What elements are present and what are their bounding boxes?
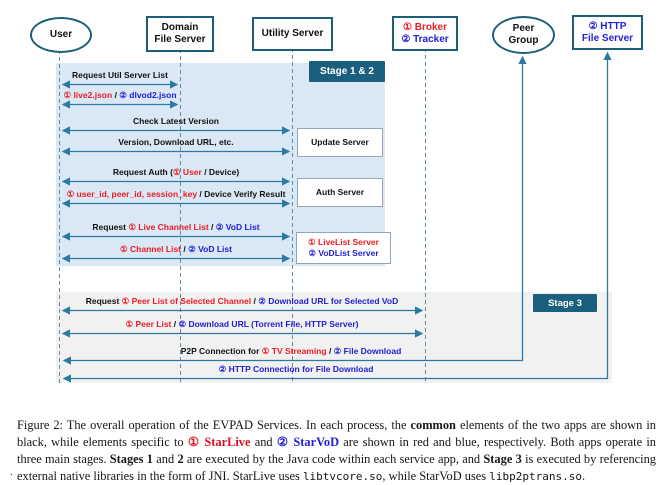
message-arrows bbox=[61, 80, 424, 338]
message-peerlist-downloadurl: ① Peer List / ② Download URL (Torrent Fi… bbox=[125, 319, 359, 329]
actor-utility-server: Utility Server bbox=[252, 17, 333, 51]
message-request-util-server-list: Request Util Server List bbox=[72, 70, 168, 80]
message-auth-result: ① user_id, peer_id, session_key / Device… bbox=[66, 189, 286, 199]
figure-caption: Figure 2: The overall operation of the E… bbox=[17, 418, 657, 484]
message-check-latest-version: Check Latest Version bbox=[133, 116, 219, 126]
message-http-connection: ② HTTP Connection for File Download bbox=[218, 364, 374, 374]
message-live2-dlvod2-json: ① live2.json / ② dlvod2.json bbox=[63, 90, 177, 100]
stage3-badge: Stage 3 bbox=[533, 294, 597, 312]
message-request-channel-vod-list: Request ① Live Channel List / ② VoD List bbox=[92, 222, 260, 232]
message-channel-vod-list: ① Channel List / ② VoD List bbox=[120, 244, 232, 254]
stage12-badge: Stage 1 & 2 bbox=[309, 61, 385, 82]
actor-user: User bbox=[30, 17, 92, 53]
message-version-download-url: Version, Download URL, etc. bbox=[118, 137, 234, 147]
message-request-auth: Request Auth (① User / Device) bbox=[112, 167, 240, 177]
message-request-peerlist-downloadurl: Request ① Peer List of Selected Channel … bbox=[85, 296, 399, 306]
message-p2p-connection: P2P Connection for ① TV Streaming / ② Fi… bbox=[180, 346, 402, 356]
solid-connectors bbox=[62, 51, 612, 383]
auth-server-box: Auth Server bbox=[297, 178, 383, 207]
stray-mark: . bbox=[10, 466, 13, 478]
update-server-box: Update Server bbox=[297, 128, 383, 157]
diagram-connectors bbox=[59, 48, 612, 383]
